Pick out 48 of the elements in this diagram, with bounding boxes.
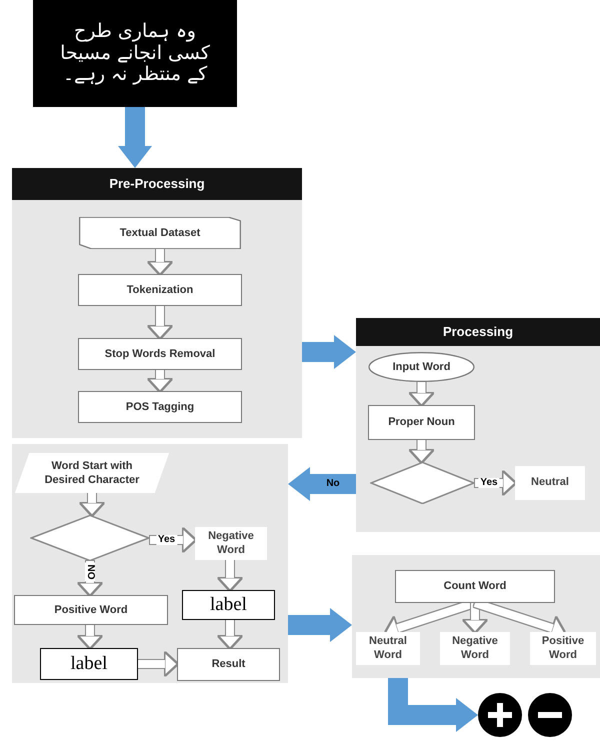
- process-box: Stop Words Removal: [78, 338, 242, 370]
- hollow-arrow: [218, 620, 242, 648]
- process-box: Proper Noun: [368, 405, 475, 440]
- edge-label: NO: [85, 562, 95, 582]
- result-box: Neutral: [515, 466, 585, 500]
- hollow-arrow: [148, 370, 172, 392]
- panel: [356, 318, 600, 532]
- result-box: Positive Word: [530, 632, 596, 665]
- panel-title: Pre-Processing: [12, 168, 302, 200]
- edge-label: Yes: [478, 478, 500, 488]
- panel: [12, 168, 302, 438]
- hollow-arrow: [80, 493, 104, 516]
- plus-icon: [478, 693, 522, 737]
- process-box: Positive Word: [14, 595, 168, 625]
- block-arrow: [118, 107, 152, 168]
- process-box: Result: [177, 648, 280, 681]
- block-arrow: [388, 678, 478, 732]
- hollow-arrow: [78, 625, 102, 648]
- process-box: Tokenization: [78, 274, 242, 306]
- hollow-arrow: [410, 382, 433, 406]
- quote-box: وہ ہماری طرح کسی انجانے مسیحا کے منتظر نہ رہے۔: [33, 0, 237, 107]
- input-parallelogram: Word Start with Desired Character: [14, 453, 170, 493]
- hollow-arrow: [138, 652, 178, 676]
- edge-label: Yes: [156, 535, 178, 545]
- panel-title: Processing: [356, 318, 600, 346]
- data-input-box: Textual Dataset: [78, 217, 242, 249]
- hollow-arrow: [218, 560, 242, 590]
- panel: [352, 555, 600, 678]
- process-box: label: [182, 590, 275, 620]
- result-box: Negative Word: [195, 527, 267, 560]
- hollow-arrow: [410, 440, 433, 462]
- process-box: POS Tagging: [78, 391, 242, 423]
- start-ellipse: Input Word: [368, 352, 475, 382]
- hollow-arrow: [148, 306, 172, 338]
- process-box: label: [40, 648, 138, 680]
- block-arrow: [288, 608, 352, 642]
- result-box: Neutral Word: [356, 632, 420, 665]
- process-box: Count Word: [395, 570, 555, 603]
- decision-diamond: [30, 515, 150, 561]
- block-arrow: [288, 467, 356, 501]
- panel: [12, 444, 288, 683]
- minus-icon: [528, 693, 572, 737]
- edge-label: No: [324, 479, 342, 489]
- decision-diamond: [370, 462, 475, 504]
- hollow-arrow: [148, 249, 172, 274]
- hollow-arrow: [150, 528, 196, 552]
- result-box: Negative Word: [440, 632, 510, 665]
- block-arrow: [302, 335, 356, 369]
